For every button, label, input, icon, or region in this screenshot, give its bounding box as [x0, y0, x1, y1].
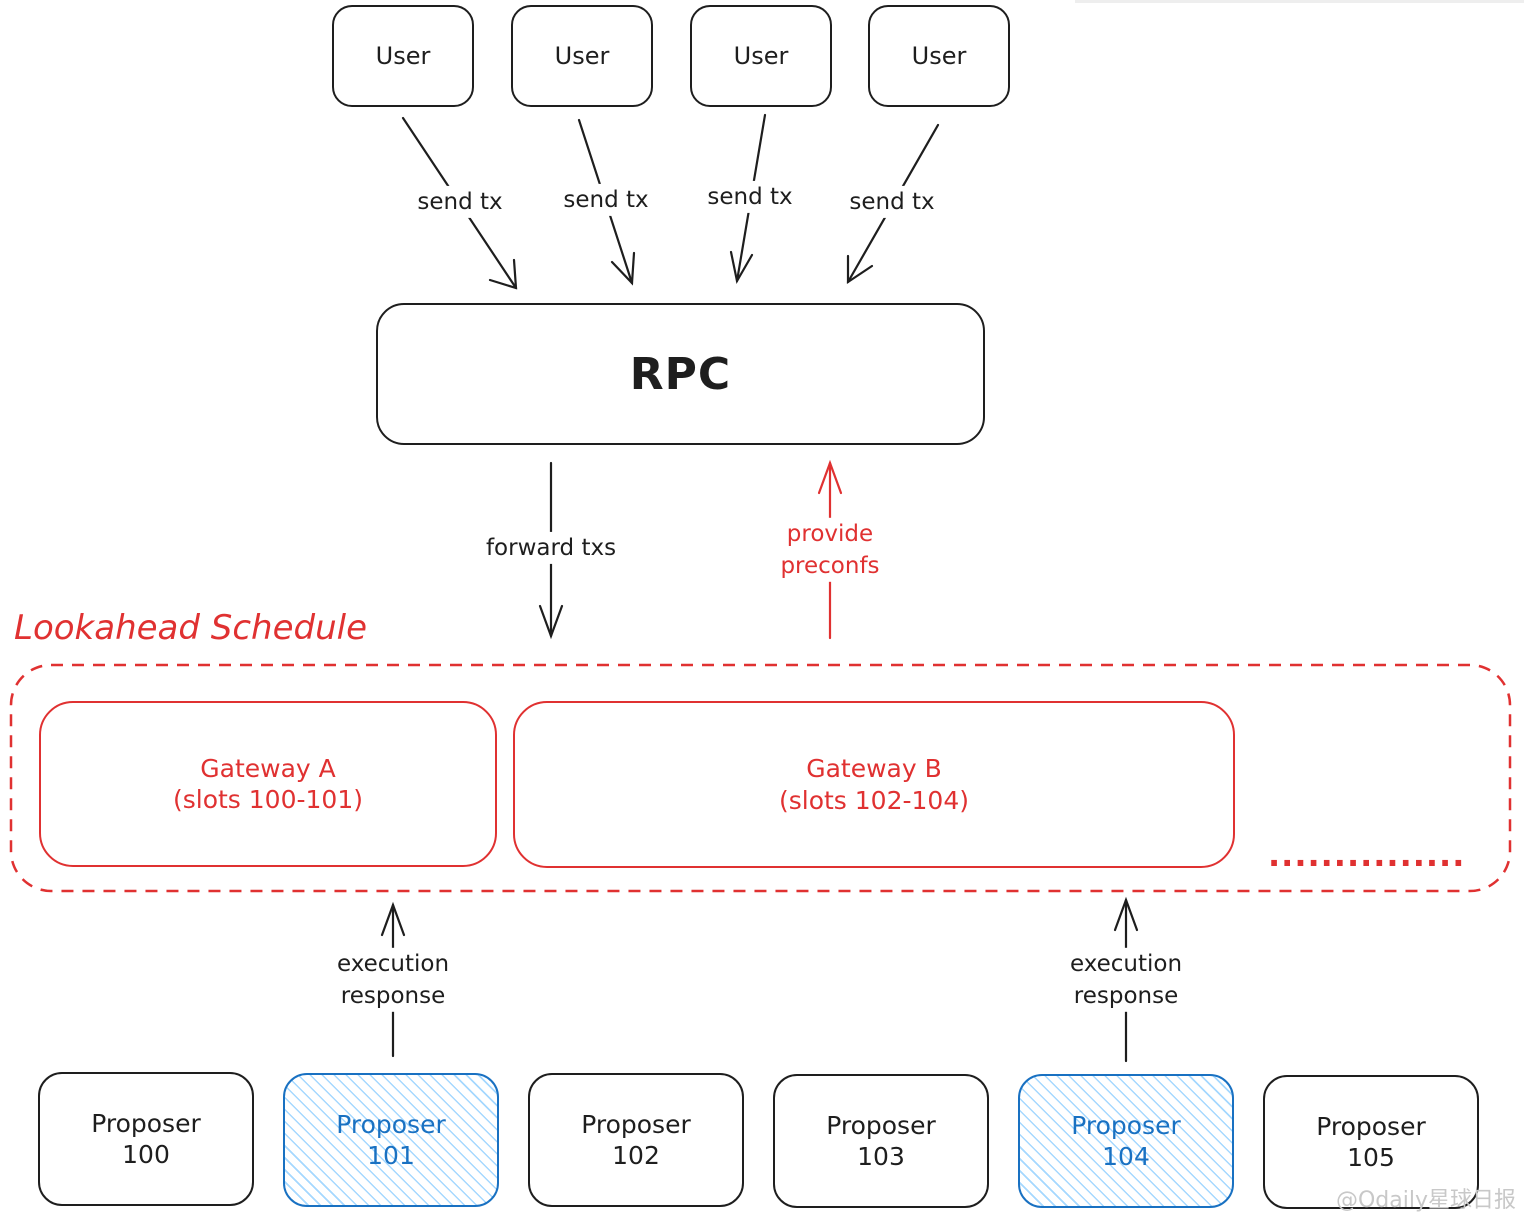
proposer-105-label: Proposer — [1316, 1111, 1426, 1141]
provide-label-line1: provide — [786, 520, 874, 547]
provide-preconfs-label: provide preconfs — [776, 517, 884, 583]
user-label-4: User — [911, 42, 967, 70]
send-tx-label-3: send tx — [703, 180, 797, 214]
rpc-box: RPC — [376, 303, 985, 445]
proposer-101-label: Proposer — [336, 1109, 446, 1139]
watermark-text: @Odaily星球日报 — [1335, 1188, 1516, 1213]
proposer-102-slot: 102 — [612, 1141, 660, 1170]
user-box-4: User — [868, 5, 1010, 107]
user-label-2: User — [554, 42, 610, 70]
proposer-100-label: Proposer — [91, 1108, 201, 1138]
forward-txs-label: forward txs — [481, 531, 621, 565]
send-tx-label-1: send tx — [413, 185, 507, 219]
execution-response-label-2: execution response — [1065, 947, 1187, 1013]
gateway-b-box: Gateway B (slots 102-104) — [513, 701, 1235, 868]
top-edge-line — [1075, 0, 1524, 3]
user-label-3: User — [733, 42, 789, 70]
execution-response-label-1: execution response — [332, 947, 454, 1013]
rpc-label: RPC — [629, 348, 732, 400]
proposer-101-box: Proposer 101 — [283, 1073, 499, 1207]
proposer-103-label: Proposer — [826, 1110, 936, 1140]
send-tx-label-2: send tx — [559, 183, 653, 217]
execution-label-1-line2: response — [340, 983, 446, 1009]
proposer-100-box: Proposer 100 — [38, 1072, 254, 1206]
proposer-102-label: Proposer — [581, 1109, 691, 1139]
gateway-b-name: Gateway B — [806, 754, 942, 784]
proposer-104-slot: 104 — [1102, 1142, 1150, 1171]
user-box-1: User — [332, 5, 474, 107]
gateway-b-slots: (slots 102-104) — [778, 785, 969, 815]
user-label-1: User — [375, 42, 431, 70]
proposer-105-slot: 105 — [1347, 1143, 1395, 1172]
provide-label-line2: preconfs — [780, 553, 880, 579]
gateway-a-slots: (slots 100-101) — [172, 785, 363, 814]
proposer-103-slot: 103 — [857, 1142, 905, 1171]
proposer-102-box: Proposer 102 — [528, 1073, 744, 1207]
proposer-104-box: Proposer 104 — [1018, 1074, 1234, 1208]
proposer-101-slot: 101 — [367, 1141, 415, 1170]
execution-label-2-line1: execution — [1069, 950, 1183, 977]
gateway-a-name: Gateway A — [200, 753, 336, 783]
gateway-a-box: Gateway A (slots 100-101) — [39, 701, 497, 867]
execution-label-2-line2: response — [1073, 983, 1179, 1009]
execution-label-1-line1: execution — [336, 950, 450, 977]
proposer-103-box: Proposer 103 — [773, 1074, 989, 1208]
user-box-3: User — [690, 5, 832, 107]
lookahead-title: Lookahead Schedule — [14, 608, 367, 648]
more-gateways-ellipsis: ............... — [1268, 836, 1466, 874]
send-tx-label-4: send tx — [845, 185, 939, 219]
proposer-104-label: Proposer — [1071, 1110, 1181, 1140]
proposer-105-box: Proposer 105 — [1263, 1075, 1479, 1209]
proposer-100-slot: 100 — [122, 1140, 170, 1169]
user-box-2: User — [511, 5, 653, 107]
lookahead-container — [9, 663, 1512, 893]
